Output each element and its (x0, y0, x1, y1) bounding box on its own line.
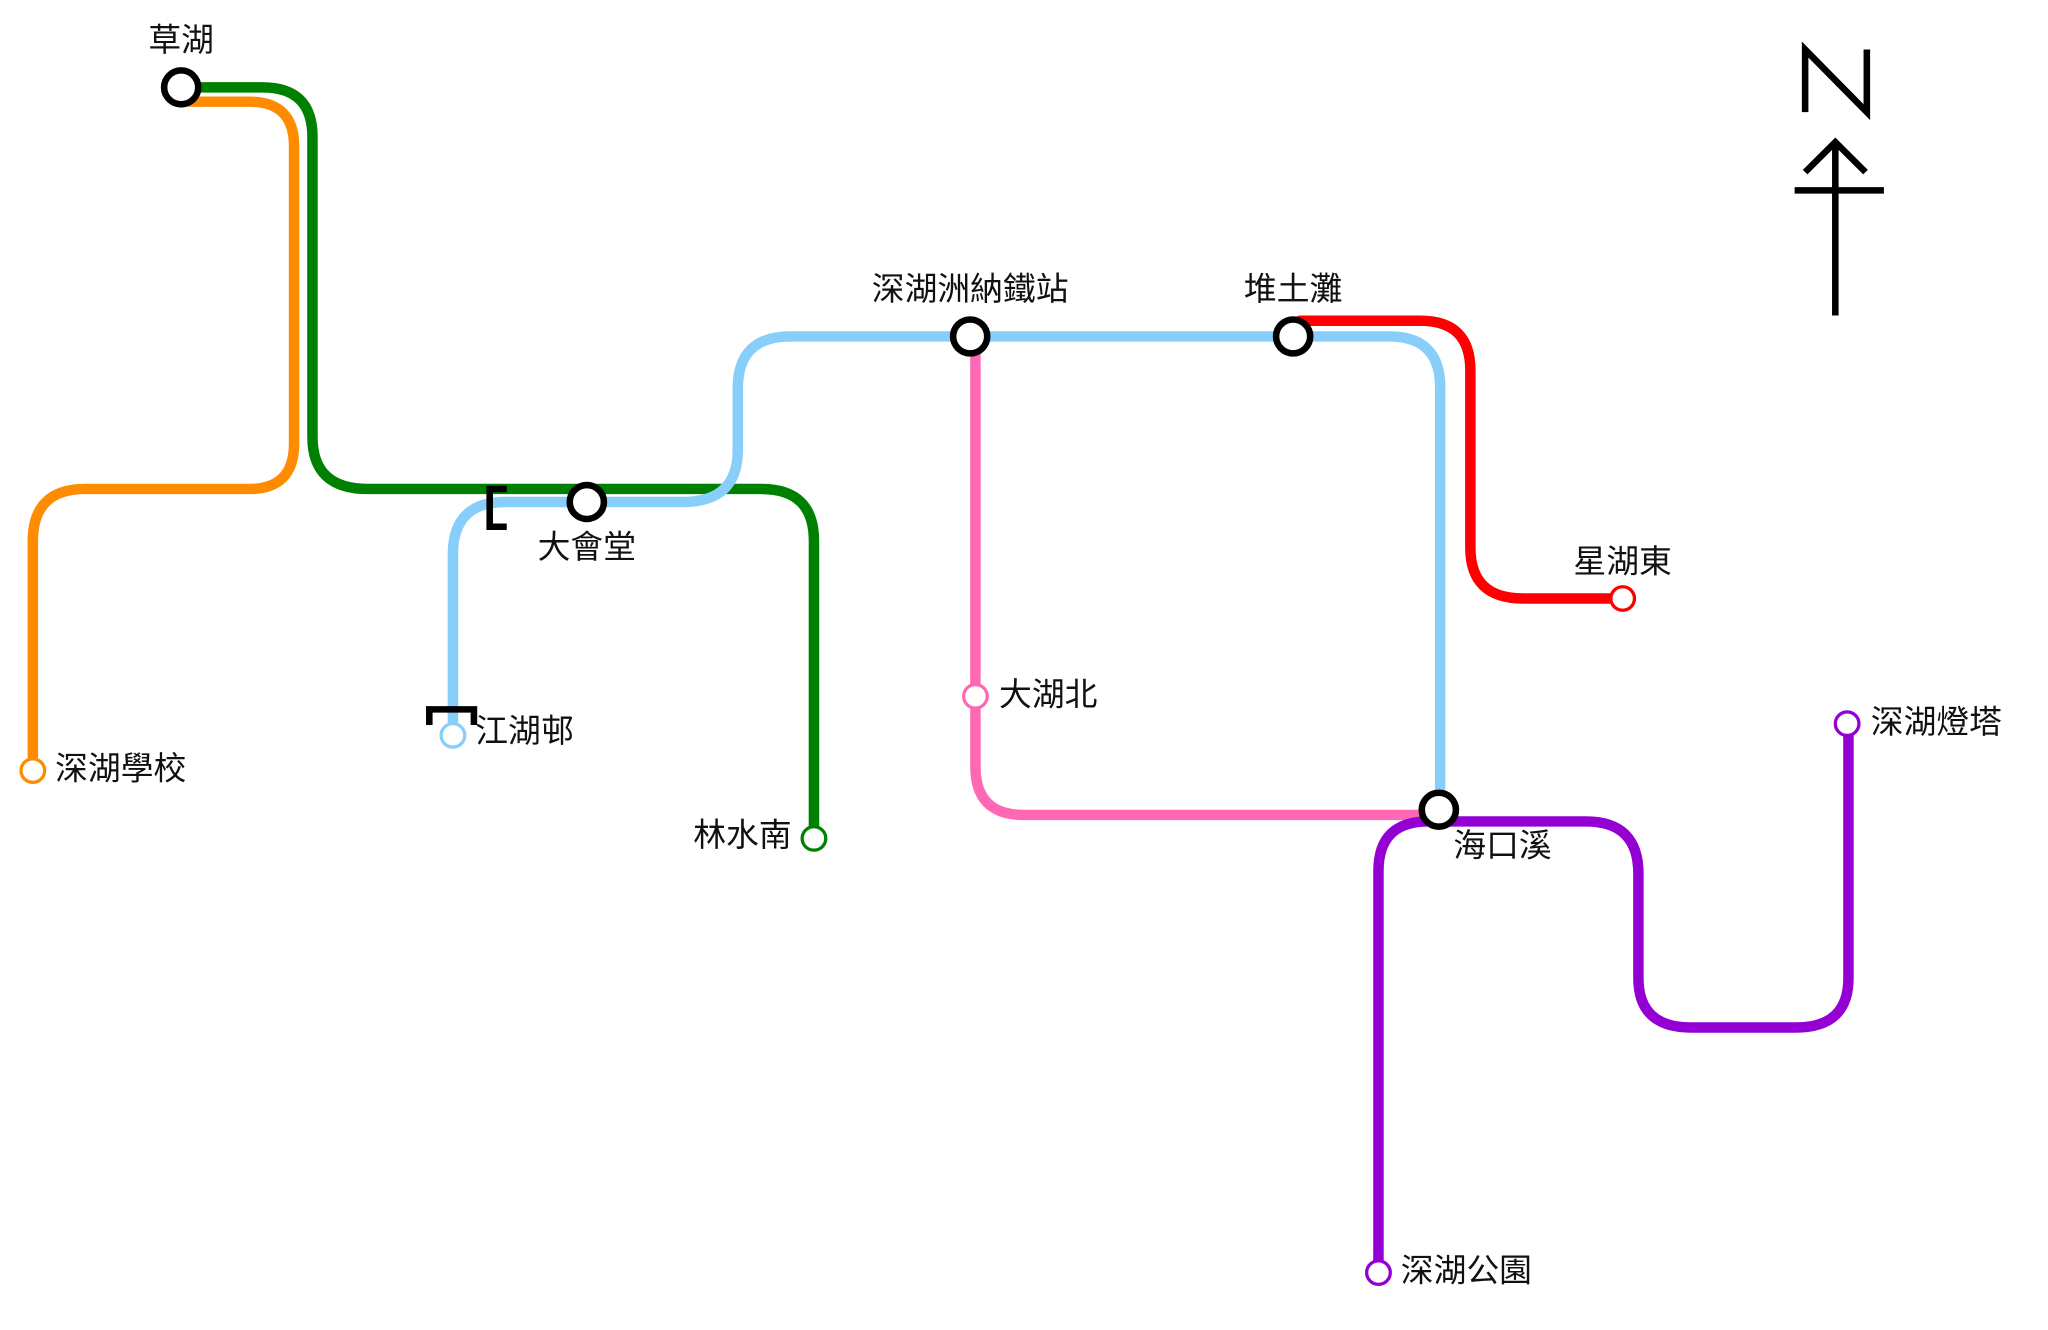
north-arrow (1794, 41, 1884, 316)
station-shenhu-lighthouse[interactable] (1833, 710, 1861, 738)
orange-line (27, 96, 300, 775)
label-shenhu-school: 深湖學校 (55, 750, 186, 788)
label-shenhu-park: 深湖公園 (1401, 1252, 1532, 1290)
north-n-glyph (1801, 41, 1871, 121)
station-shenhu-park[interactable] (1365, 1259, 1392, 1286)
label-haikouxi: 海口溪 (1453, 827, 1551, 865)
green-line (175, 82, 820, 844)
platform-bracket-dahuitang (486, 485, 507, 531)
label-shenhuzhou: 深湖洲納鐵站 (872, 270, 1069, 308)
label-dahuitang: 大會堂 (538, 528, 636, 566)
purple-line (1373, 718, 1854, 1278)
station-jianghu-estate[interactable] (439, 722, 467, 749)
north-arrow-head (1802, 137, 1868, 175)
station-xinghudong[interactable] (1609, 585, 1637, 612)
label-xinghudong: 星湖東 (1573, 543, 1671, 581)
station-shenhuzhou[interactable] (949, 316, 991, 357)
lightblue-line (447, 331, 1446, 815)
platform-bracket-jianghu (426, 706, 478, 725)
label-duitutan: 堆土灘 (1244, 270, 1342, 308)
red-line (1294, 315, 1628, 604)
station-duitutan[interactable] (1272, 316, 1314, 357)
station-dahuitang[interactable] (566, 481, 608, 523)
label-linshuinan: 林水南 (693, 816, 791, 854)
label-jianghu-estate: 江湖邨 (475, 712, 573, 750)
label-dahubei: 大湖北 (999, 676, 1097, 714)
station-caohu[interactable] (160, 67, 202, 108)
station-shenhu-school[interactable] (19, 757, 47, 784)
station-dahubei[interactable] (961, 682, 989, 710)
station-haikouxi[interactable] (1418, 789, 1460, 830)
station-linshuinan[interactable] (800, 825, 828, 852)
label-shenhu-lighthouse: 深湖燈塔 (1871, 703, 2002, 741)
pink-line (970, 331, 1443, 821)
label-caohu: 草湖 (148, 21, 214, 59)
